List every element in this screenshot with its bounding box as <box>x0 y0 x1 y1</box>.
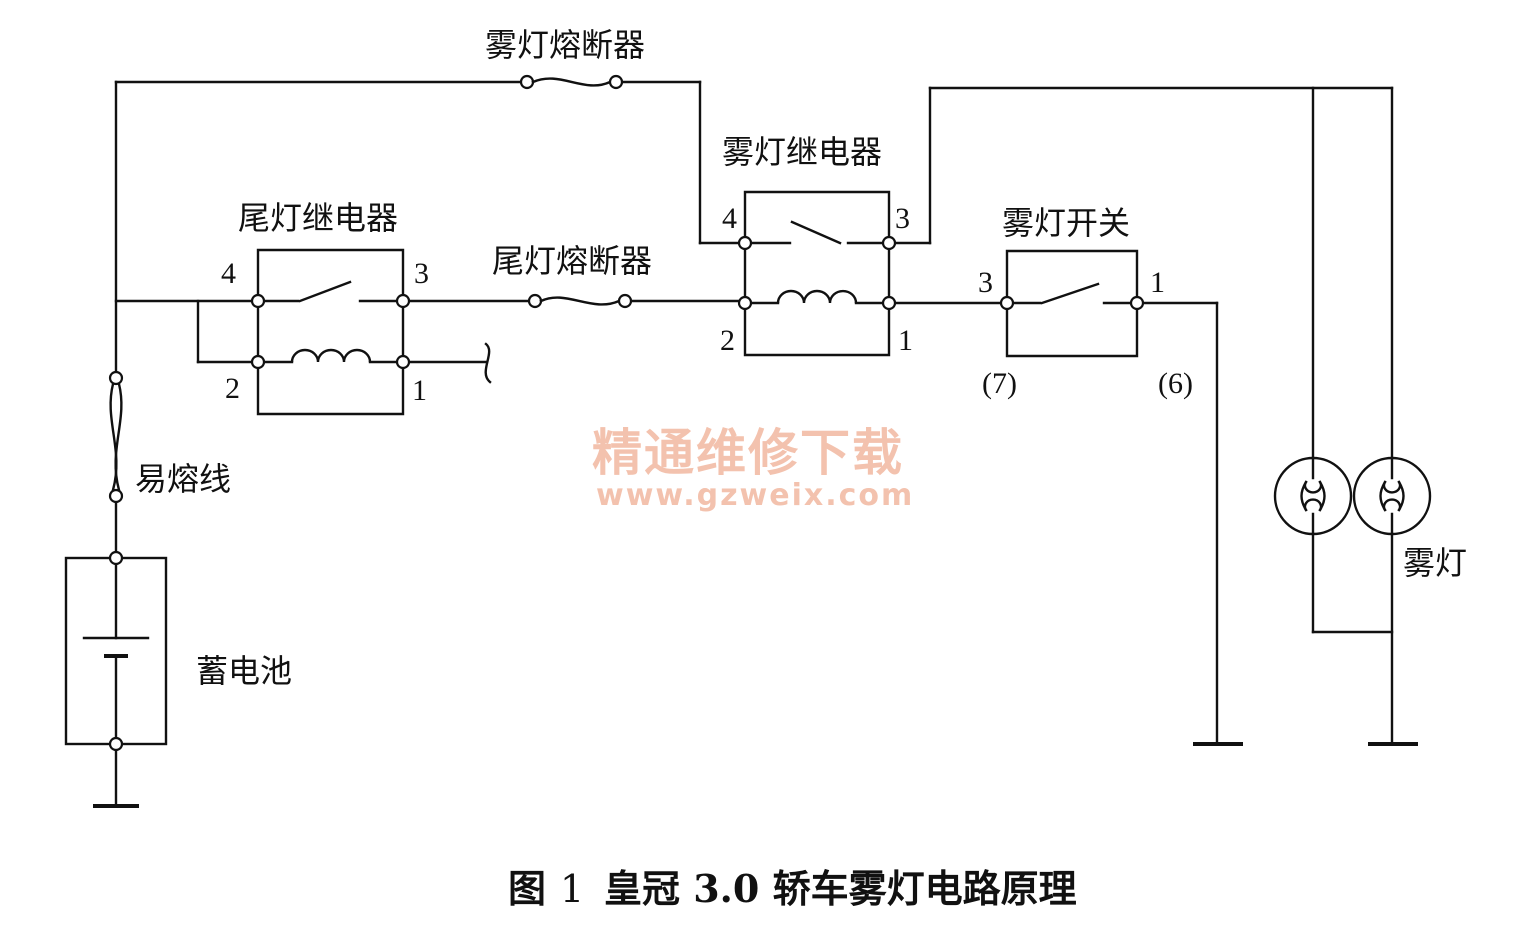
fusible-link-label: 易熔线 <box>135 460 231 498</box>
fog-fuse <box>519 74 624 90</box>
fog-relay <box>737 190 897 357</box>
fusible-link <box>108 370 124 504</box>
watermark-title: 精通维修下载 <box>592 424 904 482</box>
fog-switch-label: 雾灯开关 <box>1002 204 1130 242</box>
fog-lamp-left <box>1273 456 1353 536</box>
fog-switch-connector7: (7) <box>982 367 1017 400</box>
figure-caption-prefix: 图 <box>508 866 546 911</box>
tail-relay <box>250 248 411 416</box>
fog-switch-connector6: (6) <box>1158 367 1193 400</box>
ground-symbols <box>93 742 1418 808</box>
fog-switch-pin1: 1 <box>1150 266 1165 299</box>
fog-relay-pin3: 3 <box>895 202 910 235</box>
battery-label: 蓄电池 <box>196 652 292 690</box>
fog-switch <box>999 249 1145 358</box>
figure-caption-number: 1 <box>560 867 584 911</box>
fog-relay-pin2: 2 <box>720 324 735 357</box>
fog-lamp-label: 雾灯 <box>1403 544 1467 582</box>
watermark-url: www.gzweix.com <box>596 478 914 513</box>
tail-relay-label: 尾灯继电器 <box>238 199 398 237</box>
tail-relay-pin2: 2 <box>225 372 240 405</box>
fog-lamp-right <box>1352 456 1432 536</box>
tail-fuse-label: 尾灯熔断器 <box>492 242 652 280</box>
figure-caption-text: 皇冠 3.0 轿车雾灯电路原理 <box>604 866 1077 911</box>
battery <box>64 550 168 752</box>
tail-relay-pin3: 3 <box>414 257 429 290</box>
wiring <box>114 80 1394 808</box>
fog-switch-pin3: 3 <box>978 266 993 299</box>
tail-relay-pin4: 4 <box>221 257 236 290</box>
tail-relay-pin1: 1 <box>412 374 427 407</box>
fog-fuse-label: 雾灯熔断器 <box>485 26 645 64</box>
fog-relay-label: 雾灯继电器 <box>722 133 882 171</box>
fog-relay-pin1: 1 <box>898 324 913 357</box>
fog-relay-pin4: 4 <box>722 202 737 235</box>
tail-fuse <box>527 293 633 309</box>
